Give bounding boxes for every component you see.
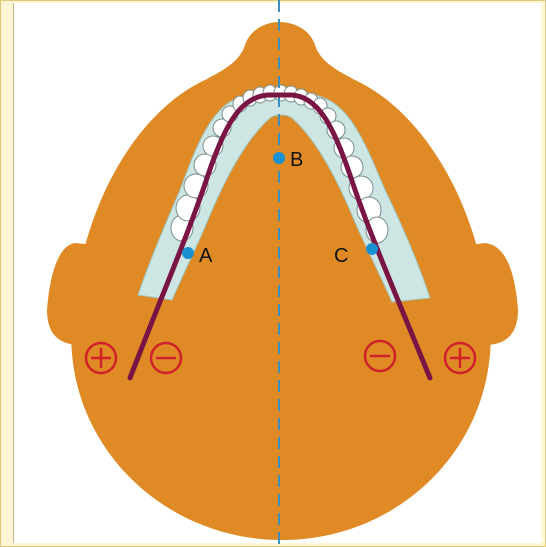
point-c-marker bbox=[366, 243, 378, 255]
point-b-label: B bbox=[290, 149, 303, 171]
point-c-label: C bbox=[334, 245, 348, 267]
point-a-marker bbox=[182, 247, 194, 259]
point-b-marker bbox=[273, 152, 285, 164]
point-a-label: A bbox=[199, 245, 213, 267]
